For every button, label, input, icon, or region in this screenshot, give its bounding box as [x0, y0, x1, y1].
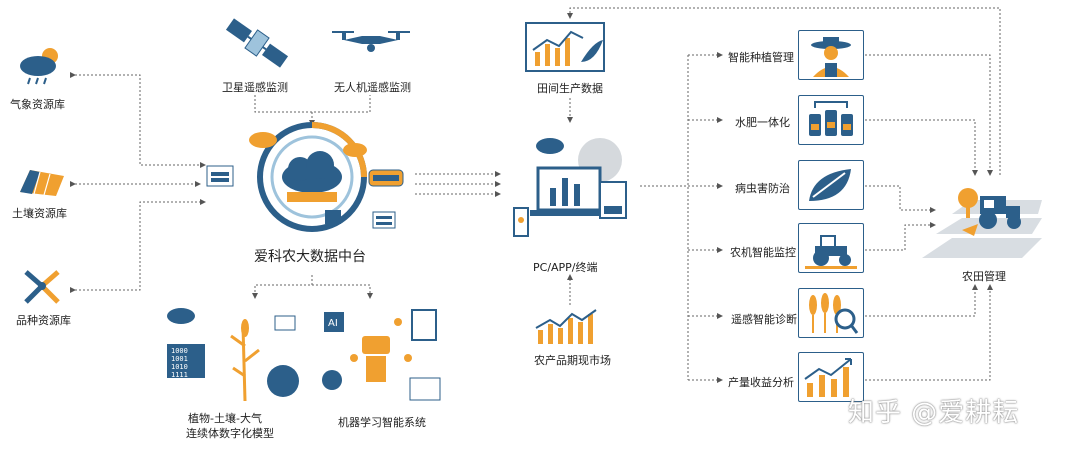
model-label-line1: 植物-土壤-大气 [188, 412, 262, 425]
tractor-icon [805, 235, 857, 269]
machinery-monitor-box [798, 223, 864, 273]
growth-chart-icon [804, 358, 852, 397]
svg-text:1001: 1001 [171, 355, 188, 363]
remote-diagnosis-label: 遥感智能诊断 [731, 313, 797, 326]
model-label-line2: 连续体数字化模型 [186, 427, 274, 440]
fertigation-box [798, 95, 864, 145]
field-data-chart-icon [525, 22, 605, 72]
svg-text:1000: 1000 [171, 347, 188, 355]
svg-text:1111: 1111 [171, 371, 188, 379]
wheat-magnifier-icon [809, 293, 859, 334]
planting-box [798, 30, 864, 80]
pest-control-box [798, 160, 864, 210]
yield-analysis-label: 产量收益分析 [728, 376, 794, 389]
farm-field-tractor-icon [922, 188, 1042, 258]
satellite-label: 卫星遥感监测 [222, 81, 288, 94]
big-data-cloud-platform-icon [206, 122, 404, 232]
satellite-icon [225, 18, 289, 68]
futures-market-label: 农产品期现市场 [534, 354, 611, 367]
farmer-icon [811, 37, 851, 77]
fertigation-label: 水肥一体化 [735, 116, 790, 129]
market-chart-icon [535, 309, 597, 344]
variety-library-label: 品种资源库 [16, 314, 71, 327]
remote-diagnosis-box [798, 288, 864, 338]
svg-text:AI: AI [328, 318, 338, 329]
leaf-icon [809, 169, 851, 201]
weather-cloud-icon [20, 48, 58, 85]
watermark: 知乎 @爱耕耘 [848, 398, 1020, 428]
soil-library-label: 土壤资源库 [12, 207, 67, 220]
variety-dna-icon [24, 270, 60, 304]
platform-label: 爱科农大数据中台 [254, 249, 366, 265]
weather-library-label: 气象资源库 [10, 98, 65, 111]
pc-app-terminal-icon [513, 138, 627, 237]
machine-learning-robot-icon: AI [322, 309, 441, 401]
ml-label: 机器学习智能系统 [338, 416, 426, 429]
field-data-label: 田间生产数据 [537, 82, 603, 95]
drone-icon [332, 31, 410, 52]
pest-control-label: 病虫害防治 [735, 182, 790, 195]
svg-text:1010: 1010 [171, 363, 188, 371]
drone-label: 无人机遥感监测 [334, 81, 411, 94]
machinery-monitor-label: 农机智能监控 [730, 246, 796, 259]
farm-management-label: 农田管理 [962, 270, 1006, 283]
soil-icon [20, 170, 64, 196]
planting-label: 智能种植管理 [728, 51, 794, 64]
terminal-label: PC/APP/终端 [533, 261, 598, 274]
yield-analysis-box [798, 352, 864, 402]
water-tank-icon [809, 101, 853, 136]
